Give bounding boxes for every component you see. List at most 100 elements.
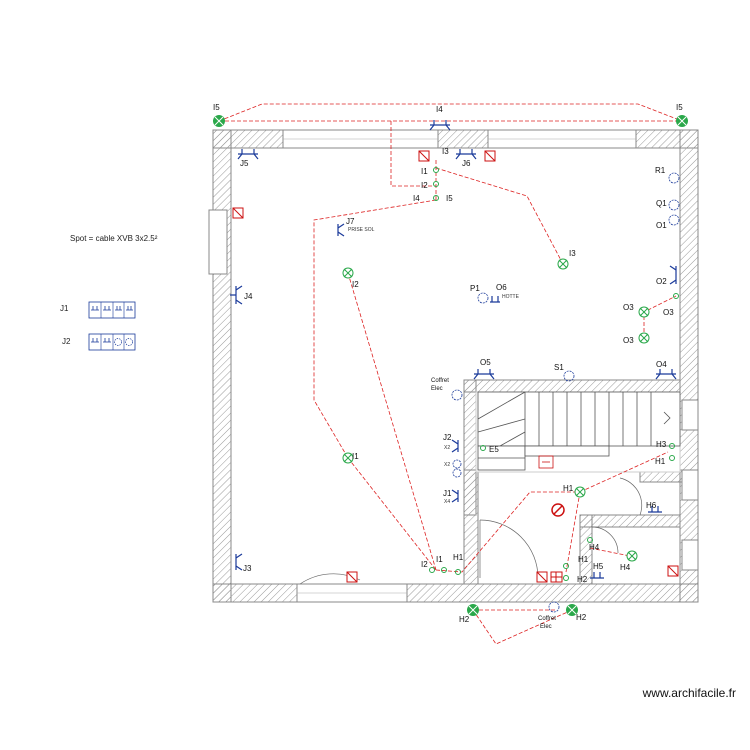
label-h1-right: H1 (655, 457, 666, 466)
junction-box-icon (346, 571, 358, 583)
socket-icon (451, 489, 459, 503)
bath-sink-icon (538, 455, 554, 469)
label-h2-right: H2 (576, 613, 587, 622)
label-r1: R1 (655, 166, 666, 175)
label-o6: O6 (496, 283, 507, 292)
label-prise-sol: PRISE SOL (348, 227, 375, 233)
sockets (230, 120, 680, 613)
switch-icon (441, 567, 447, 573)
junction-box-icon (232, 207, 244, 219)
label-h2-small: H2 (577, 575, 588, 584)
label-e5: E5 (489, 445, 499, 454)
label-elec-top: Elec (431, 386, 443, 392)
label-s1: S1 (554, 363, 564, 372)
label-coffret-bottom: Coffret (538, 616, 556, 622)
light-icon (626, 550, 638, 562)
switch-icon (669, 443, 675, 449)
switch-icon (563, 563, 569, 569)
label-i1-bottom: I1 (436, 555, 443, 564)
outlet-circle-icon (668, 199, 680, 211)
radiator-icon (550, 571, 563, 583)
prohibited-icon (551, 503, 565, 517)
label-o1: O1 (656, 221, 667, 230)
junction-boxes (232, 150, 679, 583)
light-icon (574, 486, 586, 498)
label-h5: H5 (593, 562, 604, 571)
light-icon (638, 306, 650, 318)
socket-icon (648, 506, 662, 513)
switch-icon (563, 575, 569, 581)
label-h4-a: H4 (589, 543, 600, 552)
label-j5: J5 (240, 159, 249, 168)
label-x2-a: X2 (444, 445, 450, 451)
label-h2-left: H2 (459, 615, 470, 624)
label-hotte: HOTTE (502, 294, 520, 300)
switch-icon (433, 195, 439, 201)
legend: Spot = cable XVB 3x2.5² J1 J2 (60, 234, 158, 351)
wall-light-icon (676, 115, 688, 127)
switch-icon (669, 455, 675, 461)
legend-j1-label: J1 (60, 304, 69, 313)
label-i5-left: I5 (213, 103, 220, 112)
label-j4: J4 (244, 292, 253, 301)
legend-j1-symbols (88, 301, 136, 319)
label-o5: O5 (480, 358, 491, 367)
label-x4: X4 (444, 499, 450, 505)
label-i5-right: I5 (676, 103, 683, 112)
label-j6: J6 (462, 159, 471, 168)
label-h3: H3 (656, 440, 667, 449)
legend-j2-symbols (88, 333, 136, 351)
socket-icon (473, 369, 495, 380)
socket-icon (429, 120, 451, 131)
label-i2-bottom: I2 (421, 560, 428, 569)
socket-icon (455, 149, 477, 160)
label-q1: Q1 (656, 199, 667, 208)
label-coffret-top: Coffret (431, 378, 449, 384)
light-icon (342, 267, 354, 279)
label-j1: J1 (443, 489, 452, 498)
outlet-circle-icon (548, 601, 560, 613)
switch-icon (455, 569, 461, 575)
label-o4: O4 (656, 360, 667, 369)
switch-icon (433, 181, 439, 187)
outlet-circle-icon (452, 459, 462, 469)
junction-box-icon (484, 150, 496, 162)
label-h1-center: H1 (563, 484, 574, 493)
label-j7: J7 (346, 217, 355, 226)
label-i1-mid: I1 (352, 452, 359, 461)
label-i4-top: I4 (436, 105, 443, 114)
spot-cable-note: Spot = cable XVB 3x2.5² (70, 234, 158, 243)
label-o2: O2 (656, 277, 667, 286)
label-i2-top: I2 (421, 181, 428, 190)
label-i4-mid: I4 (413, 194, 420, 203)
light-icon (638, 332, 650, 344)
label-elec-bottom: Elec (540, 624, 552, 630)
ceiling-lights (342, 258, 650, 562)
electrical-wires (218, 103, 683, 645)
site-watermark[interactable]: www.archifacile.fr (642, 686, 736, 700)
outlet-circle-icon (668, 214, 680, 226)
wall-light-icon (213, 115, 225, 127)
switch-icon (673, 293, 679, 299)
outlet-circle-icon (452, 468, 462, 478)
label-i1-top: I1 (421, 167, 428, 176)
switches (429, 167, 679, 581)
hood-outlet-icon (477, 292, 500, 304)
outlet-circle-icon (563, 370, 575, 382)
outlet-circle-icon (451, 389, 463, 401)
socket-icon (451, 439, 459, 453)
socket-icon (235, 553, 243, 571)
junction-box-icon (418, 150, 430, 162)
label-i5-mid: I5 (446, 194, 453, 203)
switch-icon (429, 567, 435, 573)
socket-icon (230, 285, 243, 305)
label-o3-c: O3 (623, 336, 634, 345)
junction-box-icon (667, 565, 679, 577)
door-swings (299, 477, 643, 585)
wall-light-icon (566, 604, 578, 616)
light-icon (342, 452, 354, 464)
staircase (477, 391, 681, 471)
label-j3: J3 (243, 564, 252, 573)
wall-light-icon (467, 604, 479, 616)
